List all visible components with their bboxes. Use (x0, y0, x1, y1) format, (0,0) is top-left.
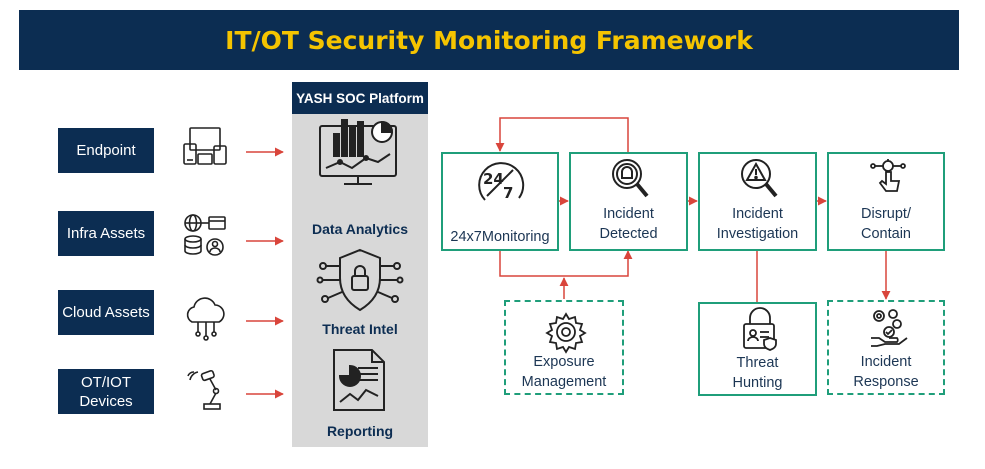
step-incident-investigation: Incident Investigation (698, 152, 817, 251)
source-endpoint: Endpoint (58, 128, 154, 173)
robot-arm-icon (187, 369, 221, 410)
step-label-line1: Incident (603, 206, 654, 222)
shield-lock-circuit-icon (316, 248, 404, 312)
step-label-line2: Detected (599, 226, 658, 242)
soc-platform-title: YASH SOC Platform (296, 90, 424, 106)
step-label-line2: Investigation (716, 226, 799, 242)
step-threat-hunting: Threat Hunting (698, 302, 817, 396)
platform-item-threat-intel: Threat Intel (322, 321, 398, 337)
source-cloud-assets: Cloud Assets (58, 290, 154, 335)
page-title: IT/OT Security Monitoring Framework (225, 25, 753, 55)
step-24x7-monitoring: 24 7 24x7Monitoring (441, 152, 559, 251)
step-incident-response: Incident Response (827, 300, 945, 395)
source-label: Infra Assets (66, 225, 146, 242)
step-exposure-management: Exposure Management (504, 300, 624, 395)
database-network-icon (184, 214, 226, 256)
lock-id-shield-icon (743, 307, 777, 351)
platform-item-reporting: Reporting (326, 423, 394, 439)
clock-badge-top: 24 (483, 170, 504, 188)
step-label-line1: Incident (860, 354, 912, 370)
step-label-line1: Exposure (533, 354, 595, 370)
source-label-line1: OT/IOT (81, 373, 131, 391)
platform-item-data-analytics: Data Analytics (312, 221, 408, 237)
magnifier-warning-icon (741, 159, 778, 198)
step-label-line2: Contain (861, 226, 911, 242)
arrow-feedback-bottom (499, 250, 633, 277)
clock-24-7-icon: 24 7 (478, 162, 525, 202)
analytics-dashboard-icon (319, 119, 397, 185)
report-document-icon (333, 349, 385, 411)
magnifier-alert-icon (612, 159, 649, 198)
step-label-line2: Hunting (732, 375, 783, 391)
step-label-line2: Management (521, 374, 607, 390)
source-label: Endpoint (76, 142, 136, 159)
hand-gears-icon (871, 309, 908, 347)
clock-badge-bottom: 7 (503, 184, 513, 202)
gear-eye-icon (545, 312, 587, 354)
source-ot-iot-devices: OT/IOT Devices (58, 369, 154, 414)
step-incident-detected: Incident Detected (569, 152, 688, 251)
step-label: 24x7Monitoring (450, 229, 550, 245)
source-label-line2: Devices (79, 392, 133, 410)
title-banner: IT/OT Security Monitoring Framework (19, 10, 959, 70)
step-label-line1: Threat (736, 355, 779, 371)
step-label-line1: Incident (732, 206, 783, 222)
step-label-line2: Response (853, 374, 919, 390)
devices-icon (183, 127, 227, 165)
arrow-feedback-top (495, 117, 629, 153)
step-label-line1: Disrupt/ (861, 206, 911, 222)
source-label: Cloud Assets (62, 304, 150, 321)
soc-platform-header: YASH SOC Platform (292, 82, 428, 114)
step-disrupt-contain: Disrupt/ Contain (827, 152, 945, 251)
source-infra-assets: Infra Assets (58, 211, 154, 256)
cloud-network-icon (186, 297, 225, 341)
touch-network-icon (870, 159, 906, 192)
